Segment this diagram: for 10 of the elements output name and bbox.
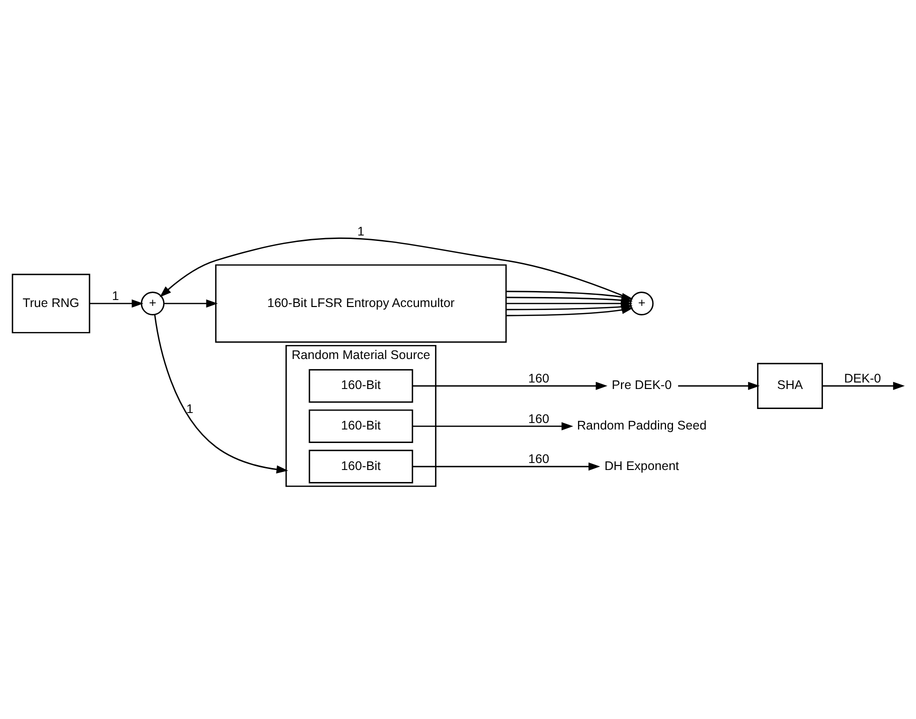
edge-label: DEK-0 (844, 372, 882, 386)
edge-label: 160 (528, 372, 550, 386)
edge-label: 1 (112, 289, 119, 304)
edge-label: 160 (528, 412, 550, 426)
edge-label: 160 (528, 452, 550, 466)
edge-label: 1 (186, 402, 194, 416)
node-text: Pre DEK-0 (612, 378, 672, 392)
node-text: DH Exponent (604, 458, 680, 473)
edge-label: 1 (357, 224, 364, 239)
node-text: Random Padding Seed (576, 418, 707, 433)
